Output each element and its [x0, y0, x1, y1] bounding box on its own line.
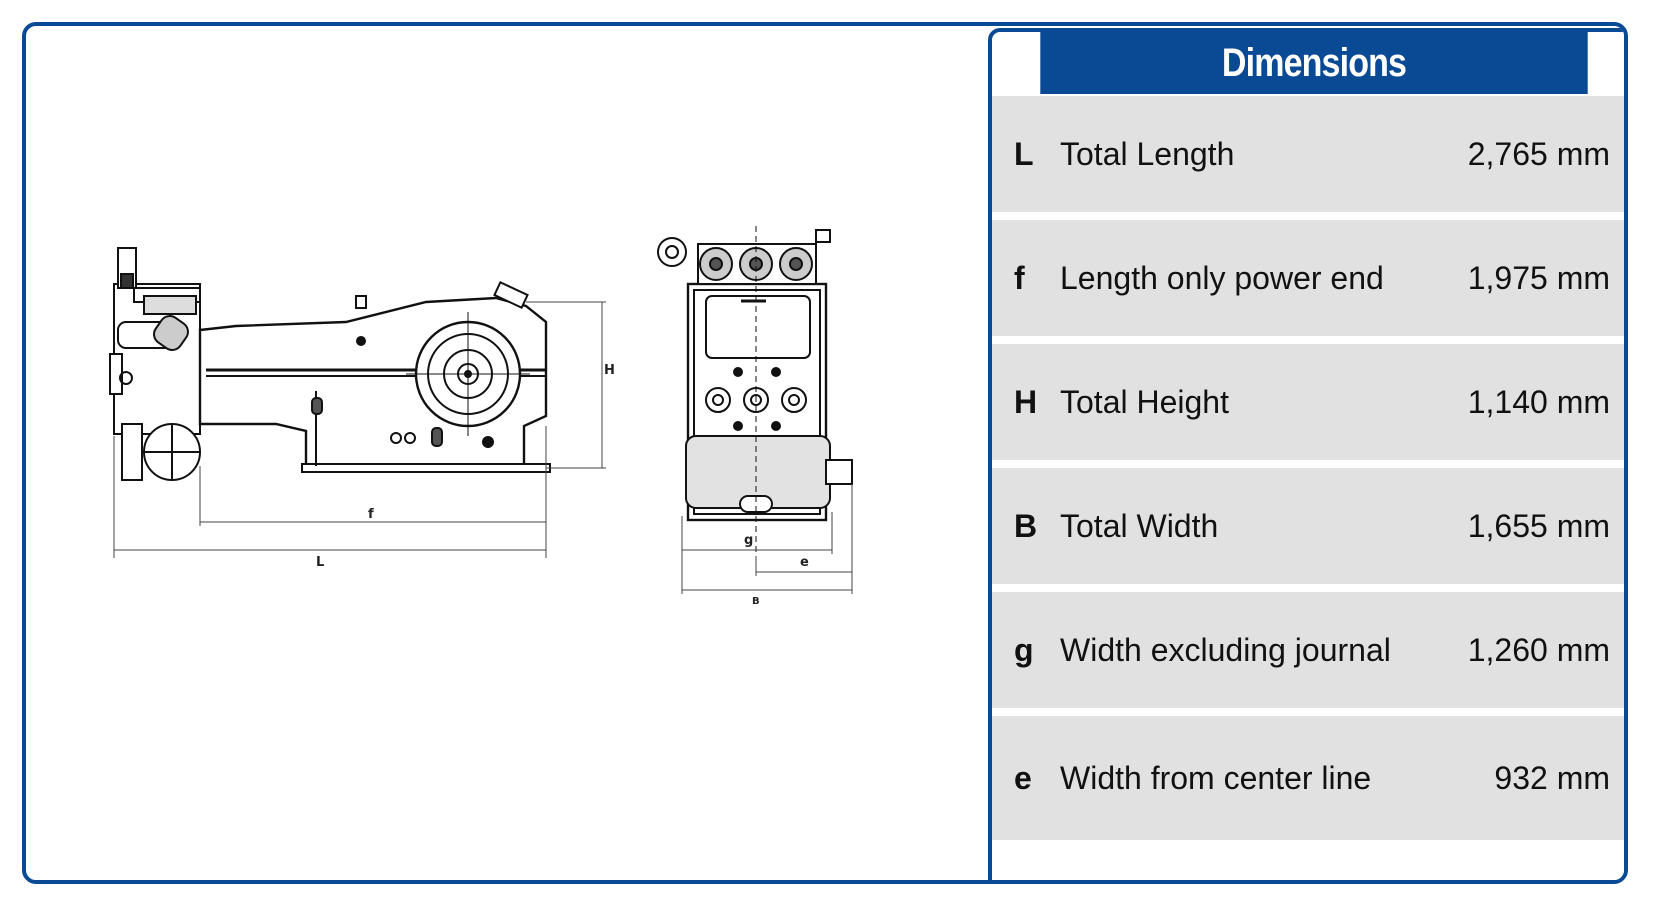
- outer-frame: f L H: [22, 22, 1628, 884]
- dimension-label: Total Height: [1060, 383, 1229, 420]
- dimension-row-B: B Total Width 1,655 mm: [992, 468, 1624, 592]
- dimension-symbol: g: [1014, 631, 1034, 668]
- dimension-label: Width excluding journal: [1060, 631, 1391, 668]
- dimension-symbol: L: [1014, 135, 1034, 172]
- dimensions-table: L Total Length 2,765 mm f Length only po…: [992, 96, 1624, 840]
- dimension-value: 1,260 mm: [1467, 631, 1610, 668]
- dimension-row-e: e Width from center line 932 mm: [992, 716, 1624, 840]
- dimension-label-g: g: [744, 533, 753, 548]
- dimension-value: 2,765 mm: [1467, 135, 1610, 172]
- dimension-label: Length only power end: [1060, 259, 1384, 296]
- dimension-value: 1,140 mm: [1467, 383, 1610, 420]
- dimension-value: 932 mm: [1494, 759, 1610, 796]
- end-view-pump: [657, 226, 853, 566]
- side-view-pump: [109, 247, 551, 481]
- dimension-symbol: B: [1014, 507, 1038, 544]
- dimension-row-g: g Width excluding journal 1,260 mm: [992, 592, 1624, 716]
- dimension-value: 1,655 mm: [1467, 507, 1610, 544]
- dimension-symbol: e: [1014, 759, 1032, 796]
- dimension-row-H: H Total Height 1,140 mm: [992, 344, 1624, 468]
- dimension-row-L: L Total Length 2,765 mm: [992, 96, 1624, 220]
- dimension-label-H: H: [604, 363, 615, 378]
- panel-title: Dimensions: [1040, 32, 1588, 94]
- dimension-label-L: L: [316, 555, 324, 570]
- side-view-dimensions: [113, 301, 606, 558]
- journal-shaft: [825, 459, 853, 485]
- dimension-symbol: f: [1014, 259, 1025, 296]
- dimension-label-e: e: [800, 555, 809, 570]
- dimension-symbol: H: [1014, 383, 1038, 420]
- pump-drawings: f L H: [26, 26, 986, 880]
- dimension-label-f: f: [368, 507, 374, 522]
- dimension-label: Total Length: [1060, 135, 1235, 172]
- end-view-dimensions: [681, 484, 853, 594]
- dimensions-panel: Dimensions L Total Length 2,765 mm f Len…: [988, 28, 1624, 880]
- dimension-row-f: f Length only power end 1,975 mm: [992, 220, 1624, 344]
- dimension-label-B: B: [752, 596, 760, 607]
- dimension-label: Total Width: [1060, 507, 1219, 544]
- dimension-value: 1,975 mm: [1467, 259, 1610, 296]
- pump-diagram-svg: f L H: [109, 226, 853, 607]
- dimension-label: Width from center line: [1060, 759, 1372, 796]
